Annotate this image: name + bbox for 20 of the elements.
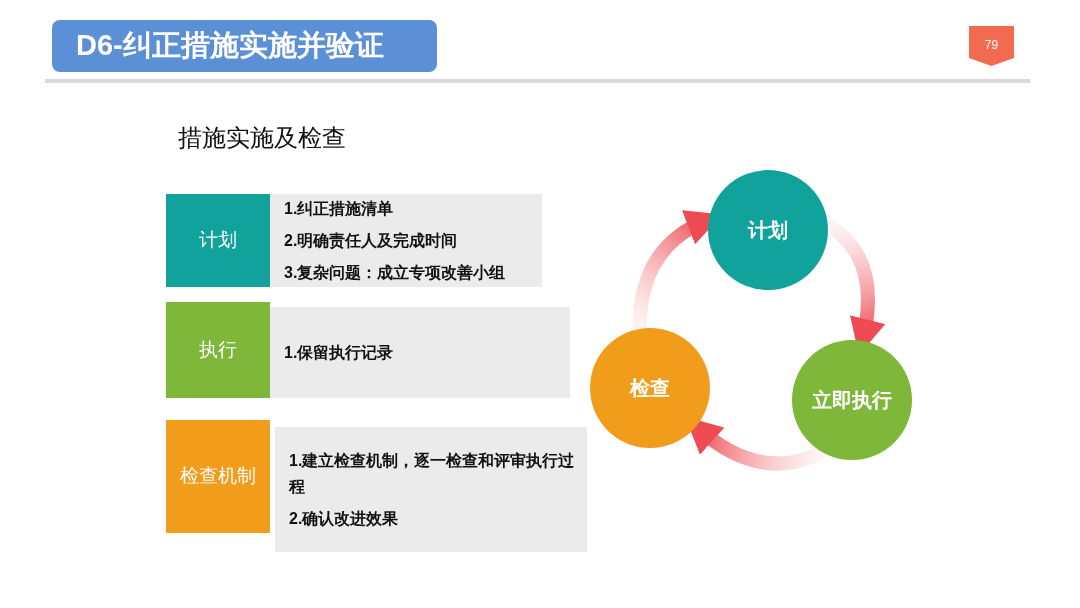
category-label: 检查机制 bbox=[180, 464, 256, 489]
circle-label: 立即执行 bbox=[812, 388, 892, 413]
detail-panel bbox=[270, 307, 570, 398]
detail-text: 3.复杂问题：成立专项改善小组 bbox=[284, 262, 507, 283]
detail-text: 2.明确责任人及完成时间 bbox=[284, 230, 459, 252]
circle-label: 检查 bbox=[630, 376, 670, 401]
detail-text: 1.纠正措施清单 bbox=[284, 198, 395, 219]
detail-panel bbox=[270, 194, 542, 287]
page-number-badge: 79 bbox=[969, 26, 1014, 66]
title-banner: D6-纠正措施实施并验证 bbox=[52, 20, 437, 72]
category-box bbox=[166, 194, 270, 287]
detail-text: 2.确认改进效果 bbox=[289, 508, 400, 529]
circle-label: 计划 bbox=[748, 218, 788, 243]
category-label: 计划 bbox=[199, 228, 237, 253]
section-heading: 措施实施及检查 bbox=[178, 123, 346, 153]
category-label: 执行 bbox=[199, 337, 237, 362]
category-box bbox=[166, 420, 270, 533]
detail-text: 1.保留执行记录 bbox=[284, 342, 395, 363]
detail-text: 1.建立检查机制，逐一检查和评审执行过程 bbox=[289, 450, 576, 497]
category-box bbox=[166, 302, 270, 398]
